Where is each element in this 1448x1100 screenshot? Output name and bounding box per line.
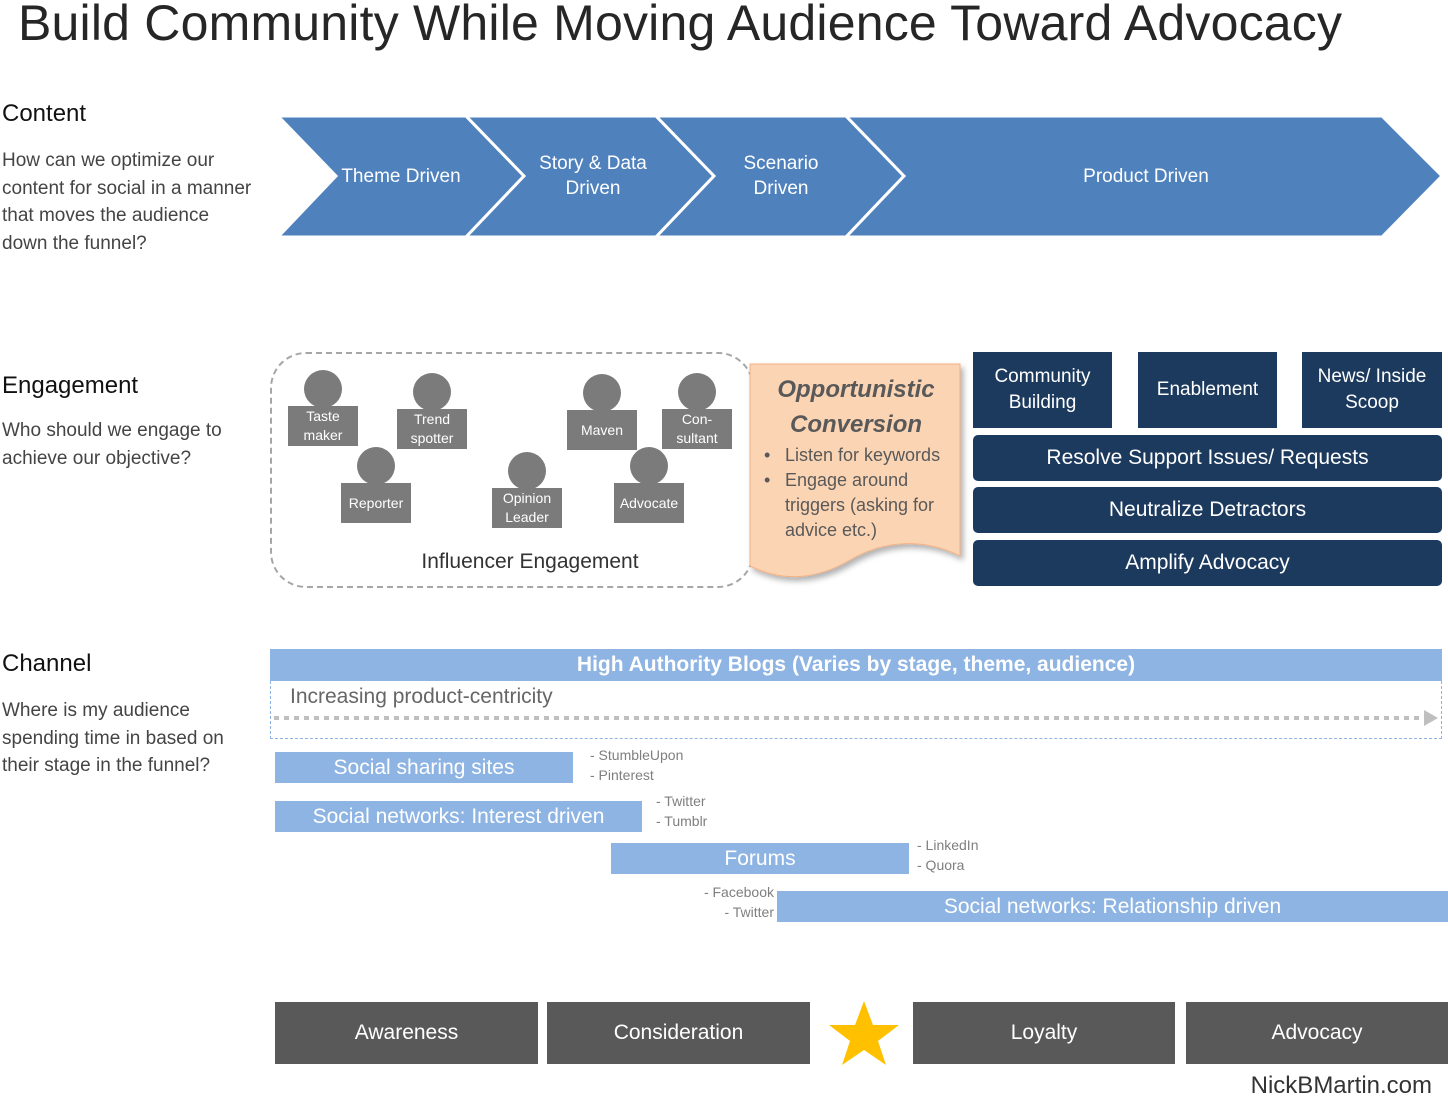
stage-consideration: Consideration — [547, 1002, 810, 1064]
content-chevrons — [274, 114, 1445, 239]
opportunistic-note-shape — [749, 363, 961, 578]
page-title: Build Community While Moving Audience To… — [18, 0, 1343, 51]
stage-advocacy: Advocacy — [1186, 1002, 1448, 1064]
high-authority-blogs-bar: High Authority Blogs (Varies by stage, t… — [270, 649, 1442, 681]
channel-interest-driven: Social networks: Interest driven — [275, 801, 642, 832]
centricity-arrow — [274, 710, 1438, 726]
influencer-maven: Maven — [567, 374, 637, 454]
box-community-building: Community Building — [973, 352, 1112, 428]
engagement-question: Who should we engage to achieve our obje… — [2, 420, 222, 469]
person-icon — [630, 447, 668, 485]
bullet-item: •Engage around triggers (asking for advi… — [764, 470, 935, 540]
influencer-label: Opinion Leader — [492, 488, 562, 528]
channel-examples: - StumbleUpon - Pinterest — [590, 747, 684, 783]
chevron-product — [842, 114, 1445, 239]
centricity-label: Increasing product-centricity — [290, 685, 553, 708]
influencer-label: Con-sultant — [662, 409, 732, 449]
chevron-label-theme: Theme Driven — [341, 165, 461, 187]
person-icon — [678, 373, 716, 411]
influencer-trend-spotter: Trend spotter — [397, 373, 467, 453]
channel-relationship-driven: Social networks: Relationship driven — [777, 891, 1448, 922]
influencer-taste-maker: Taste maker — [288, 370, 358, 450]
opportunistic-bullets: •Listen for keywords •Engage around trig… — [764, 443, 956, 543]
influencer-label: Reporter — [341, 483, 411, 523]
chevron-label-scenario: Scenario Driven — [743, 153, 819, 199]
channel-examples: - Facebook - Twitter — [703, 884, 774, 920]
star-icon — [829, 1001, 899, 1065]
person-icon — [304, 370, 342, 408]
influencer-label: Advocate — [614, 483, 684, 523]
bullet-item: •Listen for keywords — [764, 445, 941, 465]
bar-neutralize-detractors: Neutralize Detractors — [973, 487, 1442, 533]
channel-question: Where is my audience spending time in ba… — [2, 700, 224, 776]
engagement-heading: Engagement — [2, 372, 139, 399]
stage-awareness: Awareness — [275, 1002, 538, 1064]
influencer-label: Maven — [567, 410, 637, 450]
person-icon — [357, 447, 395, 485]
centricity-box — [270, 681, 1442, 739]
influencer-advocate: Advocate — [614, 447, 684, 527]
influencer-opinion-leader: Opinion Leader — [492, 452, 562, 532]
channel-social-sharing: Social sharing sites — [275, 752, 573, 783]
channel-examples: - LinkedIn - Quora — [917, 837, 979, 873]
influencer-label: Trend spotter — [397, 409, 467, 449]
person-icon — [508, 452, 546, 490]
stage-loyalty: Loyalty — [913, 1002, 1175, 1064]
influencer-engagement-label: Influencer Engagement — [421, 550, 639, 573]
content-question: How can we optimize our content for soci… — [2, 150, 252, 254]
chevron-label-story: Story & Data Driven — [539, 153, 647, 199]
opportunistic-title: Opportunistic Conversion — [777, 376, 935, 438]
person-icon — [583, 374, 621, 412]
channel-forums: Forums — [611, 843, 909, 874]
influencer-label: Taste maker — [288, 406, 358, 446]
box-news-inside-scoop: News/ Inside Scoop — [1302, 352, 1442, 428]
influencer-consultant: Con-sultant — [662, 373, 732, 453]
bar-amplify-advocacy: Amplify Advocacy — [973, 540, 1442, 586]
footer-credit: NickBMartin.com — [1250, 1072, 1432, 1099]
bar-resolve-support: Resolve Support Issues/ Requests — [973, 435, 1442, 481]
channel-heading: Channel — [2, 650, 92, 677]
person-icon — [413, 373, 451, 411]
chevron-label-product: Product Driven — [1083, 165, 1209, 187]
influencer-reporter: Reporter — [341, 447, 411, 527]
channel-examples: - Twitter - Tumblr — [656, 793, 708, 829]
box-enablement: Enablement — [1138, 352, 1277, 428]
content-heading: Content — [2, 100, 87, 127]
